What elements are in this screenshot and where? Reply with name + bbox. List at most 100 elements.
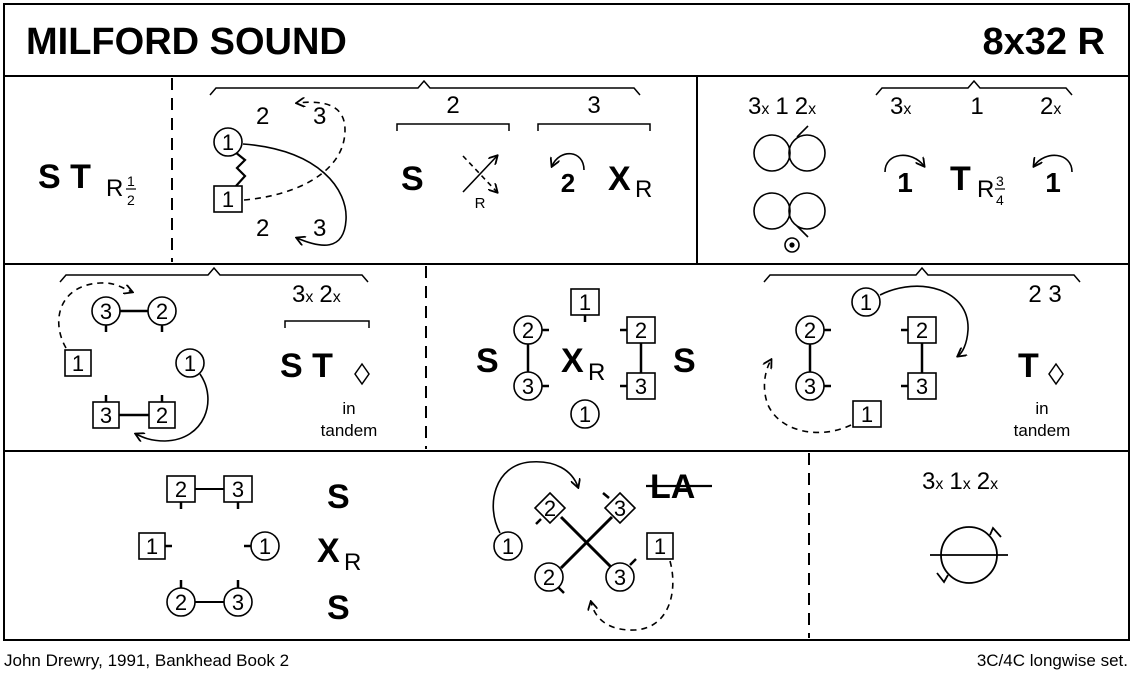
svg-text:2x: 2x bbox=[1040, 93, 1061, 120]
svg-text:R: R bbox=[344, 549, 361, 576]
svg-text:S: S bbox=[327, 589, 350, 627]
svg-text:2: 2 bbox=[175, 590, 187, 615]
svg-text:3: 3 bbox=[232, 477, 244, 502]
sub-label: R bbox=[106, 175, 123, 202]
man-path-arrow bbox=[242, 143, 347, 246]
svg-text:3: 3 bbox=[232, 590, 244, 615]
dancer-man-1: 1 bbox=[259, 534, 271, 559]
svg-text:3: 3 bbox=[996, 173, 1004, 189]
svg-text:2: 2 bbox=[544, 496, 556, 521]
dancer-woman-1: 1 bbox=[861, 402, 873, 427]
dancer-man-1: 1 bbox=[222, 130, 234, 155]
svg-text:4: 4 bbox=[996, 192, 1004, 208]
cell-lead-around: 1 2 3 2 3 1 LA bbox=[492, 461, 712, 631]
svg-text:3: 3 bbox=[916, 374, 928, 399]
svg-text:R: R bbox=[977, 176, 994, 203]
svg-text:tandem: tandem bbox=[321, 421, 378, 440]
woman-path-arrow bbox=[764, 360, 852, 434]
cross-arrows-icon bbox=[462, 156, 497, 192]
dancer-woman-1: 1 bbox=[654, 534, 666, 559]
dance-title: MILFORD SOUND bbox=[26, 21, 347, 63]
svg-text:1: 1 bbox=[579, 290, 591, 315]
svg-text:2: 2 bbox=[522, 318, 534, 343]
dashed-dividers bbox=[171, 78, 810, 638]
set-label: S bbox=[401, 160, 424, 198]
svg-text:2: 2 bbox=[175, 477, 187, 502]
cell-set-cross-set: 2 3 S 1 1 X R 2 3 S bbox=[138, 475, 361, 627]
cell-bars-1-8-diagram: 2 3 2 3 1 1 2 S R 3 2 X R bbox=[209, 79, 652, 246]
svg-text:3: 3 bbox=[522, 374, 534, 399]
brace bbox=[209, 79, 641, 96]
cell-bars-17-24: S 1 2 3 X R 2 3 1 S bbox=[476, 288, 696, 429]
svg-text:X: X bbox=[317, 532, 340, 570]
svg-text:2: 2 bbox=[156, 403, 168, 428]
svg-text:3x: 3x bbox=[890, 93, 911, 120]
diamond-icon bbox=[354, 362, 370, 386]
turn-arrow-cw bbox=[884, 154, 924, 173]
steps-label: S T bbox=[38, 158, 91, 196]
svg-text:1: 1 bbox=[579, 402, 591, 427]
svg-text:2: 2 bbox=[635, 318, 647, 343]
dancer-woman-1: 1 bbox=[146, 534, 158, 559]
svg-text:tandem: tandem bbox=[1014, 421, 1071, 440]
svg-text:2: 2 bbox=[543, 565, 555, 590]
fraction-den: 2 bbox=[127, 192, 135, 208]
svg-text:3: 3 bbox=[313, 103, 326, 130]
svg-text:3: 3 bbox=[614, 496, 626, 521]
svg-text:2: 2 bbox=[446, 92, 459, 119]
svg-text:2: 2 bbox=[156, 299, 168, 324]
svg-text:1: 1 bbox=[897, 167, 913, 198]
reels-icon bbox=[753, 125, 826, 253]
diamond-icon bbox=[1048, 362, 1064, 386]
svg-text:3: 3 bbox=[100, 403, 112, 428]
dance-type: 8x32 R bbox=[982, 21, 1105, 63]
woman-path-arrow bbox=[591, 560, 674, 631]
man-path-arrow bbox=[492, 461, 578, 534]
svg-text:2: 2 bbox=[804, 318, 816, 343]
svg-text:2: 2 bbox=[916, 318, 928, 343]
turn-arrow-ccw bbox=[552, 152, 585, 171]
dancer-woman-1: 1 bbox=[222, 187, 234, 212]
svg-text:R: R bbox=[588, 359, 605, 386]
svg-text:2 3: 2 3 bbox=[1028, 281, 1061, 308]
svg-text:2: 2 bbox=[561, 168, 575, 198]
svg-text:2: 2 bbox=[256, 215, 269, 242]
svg-text:X: X bbox=[608, 160, 631, 198]
svg-text:in: in bbox=[342, 399, 355, 418]
fraction-num: 1 bbox=[127, 173, 135, 189]
circle-around-icon bbox=[930, 526, 1008, 584]
svg-text:S: S bbox=[673, 342, 696, 380]
outer-frame bbox=[3, 3, 1130, 641]
svg-text:S: S bbox=[327, 478, 350, 516]
cell-set-turn-half: S T R 1 2 bbox=[38, 158, 136, 208]
svg-text:1: 1 bbox=[1045, 167, 1061, 198]
svg-text:3: 3 bbox=[313, 215, 326, 242]
woman-path-arrow bbox=[57, 282, 132, 349]
svg-text:3: 3 bbox=[614, 565, 626, 590]
man-path-arrow bbox=[136, 373, 209, 441]
svg-text:R: R bbox=[635, 176, 652, 203]
svg-text:X: X bbox=[561, 342, 584, 380]
dancer-man-1: 1 bbox=[184, 351, 196, 376]
woman-path-arrow bbox=[243, 102, 346, 201]
svg-text:3: 3 bbox=[587, 92, 600, 119]
dance-credit: John Drewry, 1991, Bankhead Book 2 bbox=[4, 651, 290, 670]
svg-text:in: in bbox=[1035, 399, 1048, 418]
dancer-woman-1: 1 bbox=[72, 351, 84, 376]
dancer-man-1: 1 bbox=[860, 290, 872, 315]
turn-arrow-ccw bbox=[1034, 154, 1073, 173]
svg-text:3: 3 bbox=[635, 374, 647, 399]
svg-text:S: S bbox=[476, 342, 499, 380]
svg-text:S T: S T bbox=[280, 347, 333, 385]
man-path-arrow bbox=[879, 285, 969, 356]
svg-text:3: 3 bbox=[100, 299, 112, 324]
set-formation: 3C/4C longwise set. bbox=[976, 651, 1128, 670]
zigzag-link bbox=[234, 151, 247, 187]
dancer-man-1: 1 bbox=[502, 534, 514, 559]
